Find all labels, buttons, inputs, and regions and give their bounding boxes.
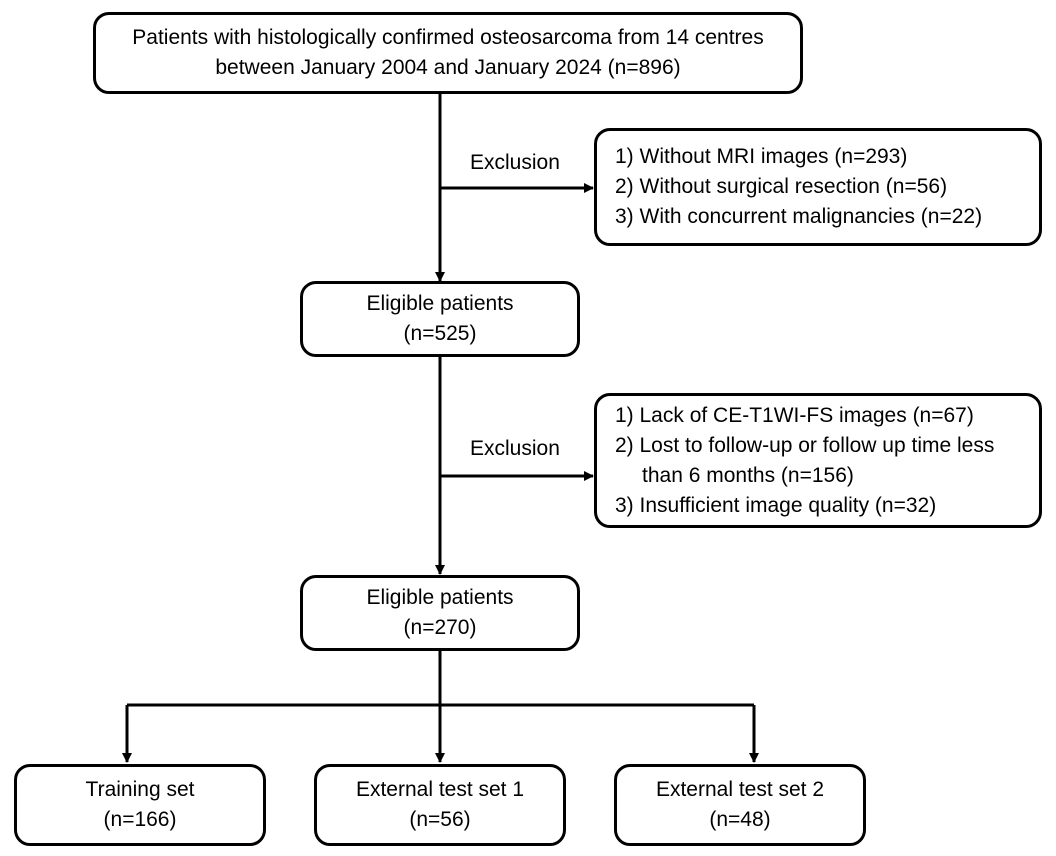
training-set-title: Training set	[85, 778, 195, 801]
external-test-set-2-count: (n=48)	[709, 808, 771, 831]
eligible-patients-box-1: Eligible patients (n=525)	[300, 281, 580, 357]
source-cohort-line-1: Patients with histologically confirmed o…	[132, 26, 764, 49]
exclusion2-item-3: 3) Insufficient image quality (n=32)	[615, 493, 937, 517]
eligible1-count: (n=525)	[403, 322, 477, 345]
exclusion1-item-3: 3) With concurrent malignancies (n=22)	[615, 205, 983, 228]
eligible1-title: Eligible patients	[366, 292, 514, 315]
exclusion1-item-2: 2) Without surgical resection (n=56)	[615, 175, 948, 198]
external-test-set-1-box: External test set 1 (n=56)	[314, 764, 566, 846]
exclusion1-item-1: 1) Without MRI images (n=293)	[615, 145, 908, 168]
eligible2-count: (n=270)	[403, 616, 477, 639]
exclusion-label-1: Exclusion	[470, 151, 560, 174]
source-cohort-line-2: between January 2004 and January 2024 (n…	[215, 56, 681, 79]
eligible2-title: Eligible patients	[366, 586, 514, 609]
exclusion-box-2: 1) Lack of CE-T1WI-FS images (n=67) 2) L…	[594, 393, 1042, 528]
external-test-set-1-count: (n=56)	[409, 808, 471, 831]
eligible-patients-box-2: Eligible patients (n=270)	[300, 575, 580, 651]
external-test-set-2-title: External test set 2	[655, 778, 825, 801]
source-cohort-box: Patients with histologically confirmed o…	[93, 12, 803, 94]
exclusion2-item-2: 2) Lost to follow-up or follow up time l…	[615, 433, 995, 457]
exclusion2-item-1: 1) Lack of CE-T1WI-FS images (n=67)	[615, 403, 974, 427]
exclusion-label-2: Exclusion	[470, 437, 560, 460]
training-set-box: Training set (n=166)	[14, 764, 266, 846]
external-test-set-1-title: External test set 1	[355, 778, 525, 801]
external-test-set-2-box: External test set 2 (n=48)	[614, 764, 866, 846]
exclusion2-item-2-continued: than 6 months (n=156)	[642, 463, 854, 487]
exclusion-box-1: 1) Without MRI images (n=293) 2) Without…	[594, 128, 1042, 246]
training-set-count: (n=166)	[103, 808, 177, 831]
